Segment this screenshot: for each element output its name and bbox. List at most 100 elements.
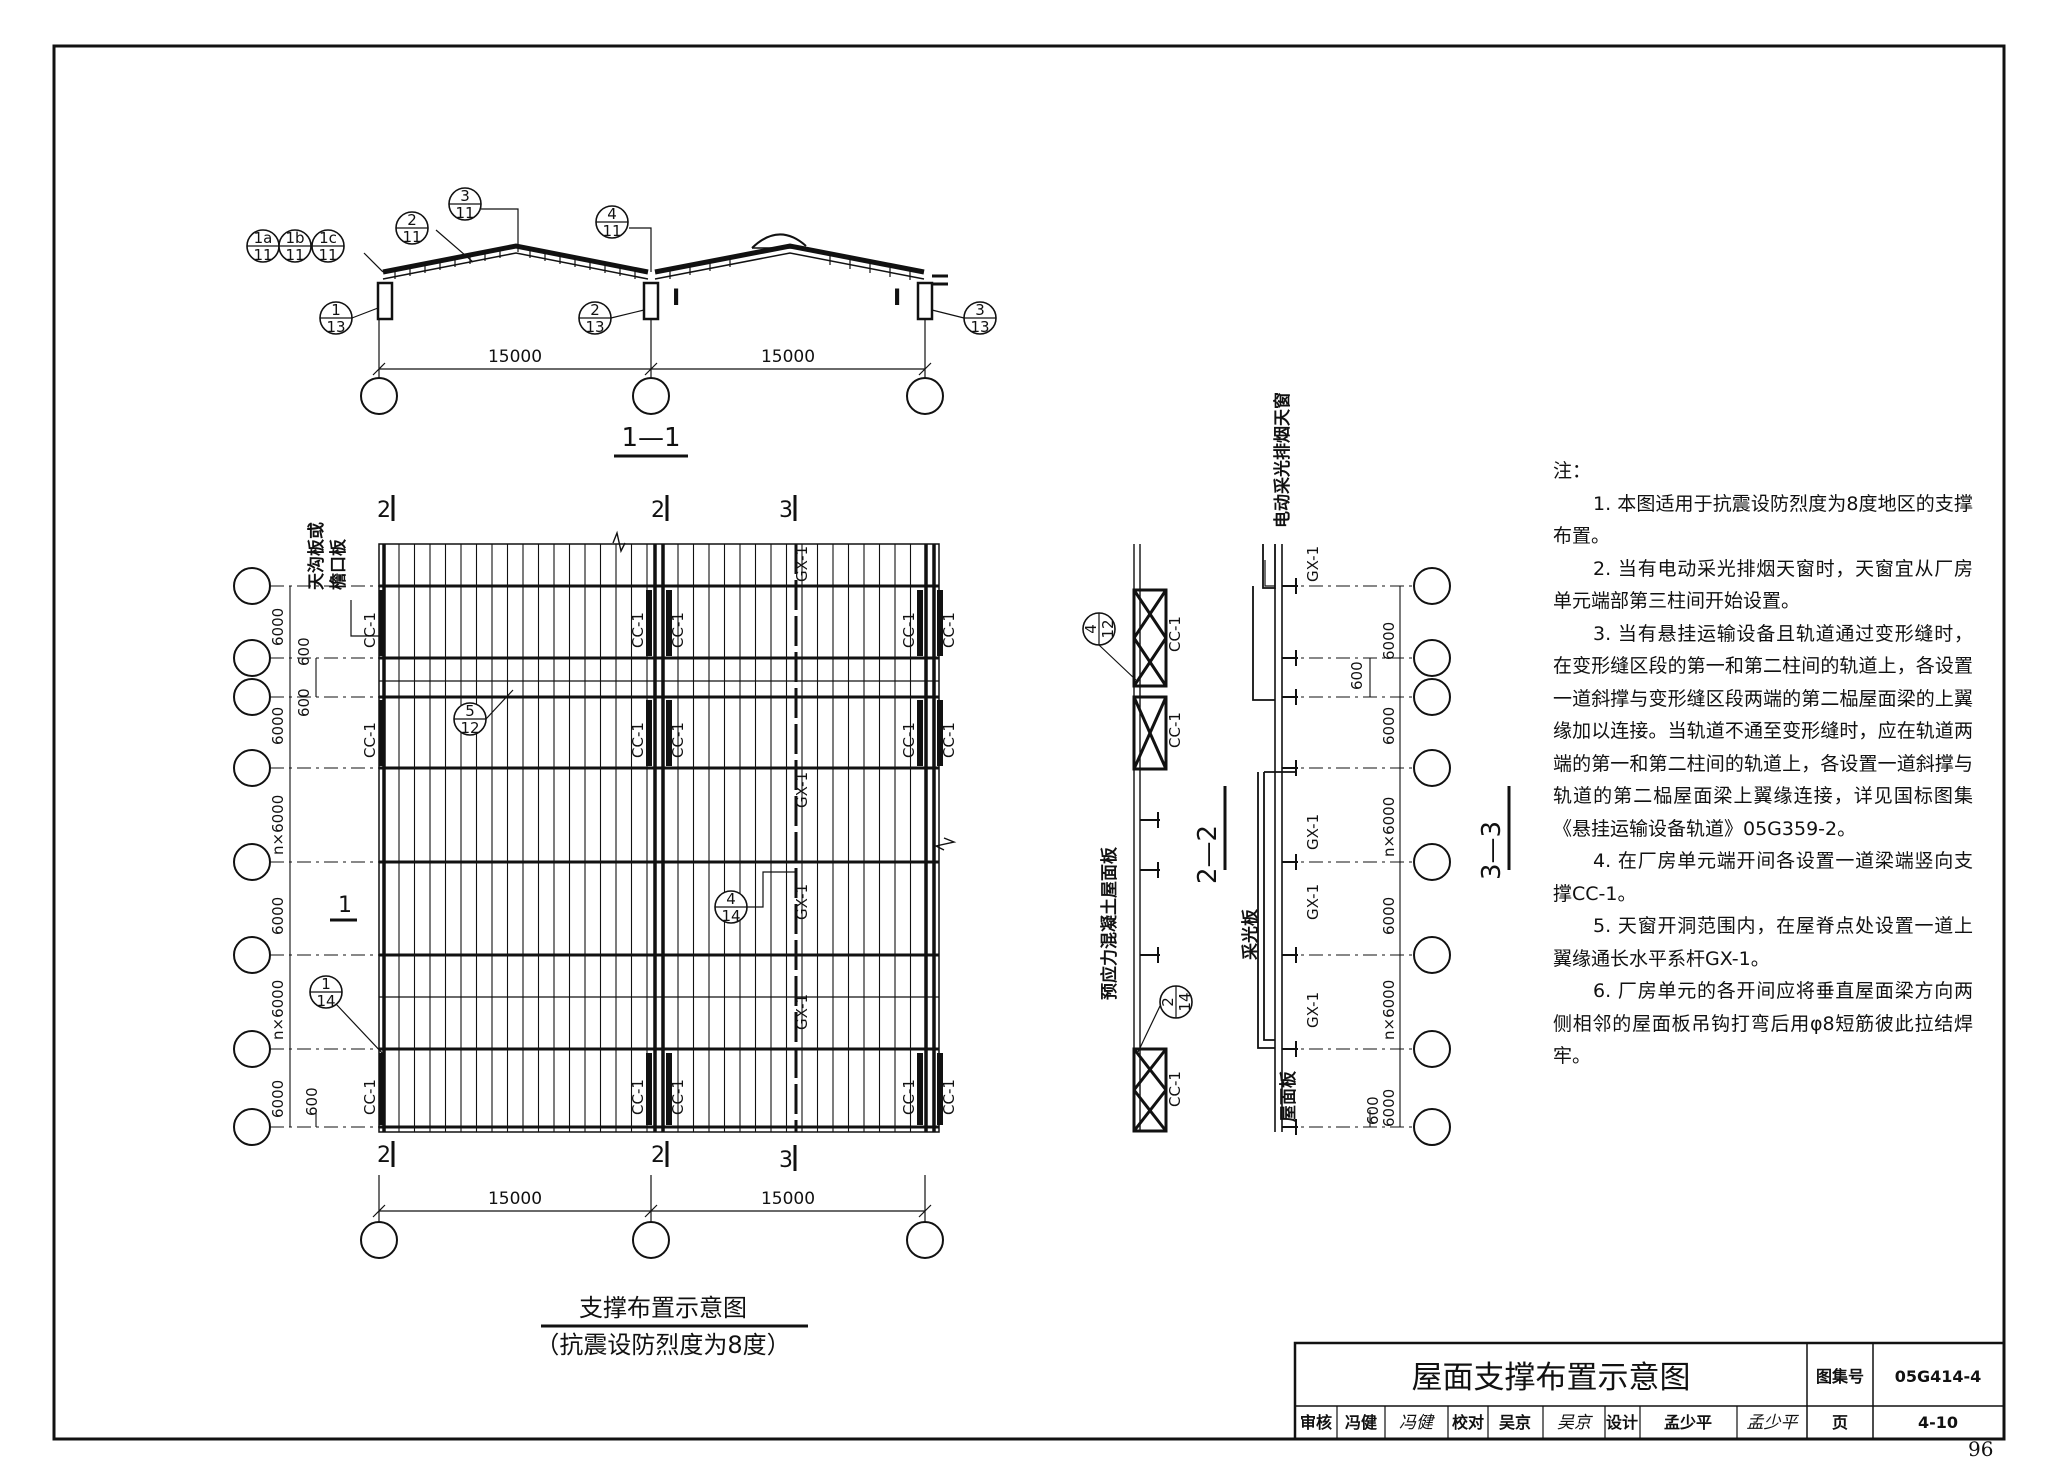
checker: 吴京 <box>1499 1413 1531 1432</box>
dim-span-1: 15000 <box>488 347 542 367</box>
dim-right: 6000 <box>1380 707 1398 745</box>
dim-right: 600 <box>1348 661 1366 690</box>
dim-left: 6000 <box>269 707 287 745</box>
callout-1-13-bottom: 13 <box>326 318 345 336</box>
cc-label: CC-1 <box>669 612 687 648</box>
cut-label-2: 2 <box>651 498 665 523</box>
callout-3-13-top: 3 <box>975 301 985 319</box>
note-item: 5. 天窗开洞范围内，在屋脊点处设置一道上翼缘通长水平系杆GX-1。 <box>1553 915 1973 970</box>
plan-title: 支撑布置示意图 <box>579 1294 747 1322</box>
gx-label: GX-1 <box>793 884 811 920</box>
section-1-1-title: 1—1 <box>621 423 680 453</box>
skylight-label: 电动采光排烟天窗 <box>1272 392 1293 528</box>
dim-left: 6000 <box>269 897 287 935</box>
callout-4-12-bottom: 12 <box>1099 619 1117 638</box>
dim-left: 600 <box>295 637 313 666</box>
cc-label: CC-1 <box>900 722 918 758</box>
cc-label: CC-1 <box>900 612 918 648</box>
callout-1-14-bottom: 14 <box>316 992 335 1010</box>
cc-label: CC-1 <box>361 722 379 758</box>
cc-label: CC-1 <box>629 1079 647 1115</box>
dim-span-2: 15000 <box>761 347 815 367</box>
slab-label: 预应力混凝土屋面板 <box>1099 846 1120 1000</box>
notes: 注： 1. 本图适用于抗震设防烈度为8度地区的支撑布置。 2. 当有电动采光排烟… <box>1553 455 1973 1073</box>
gx-label: GX-1 <box>793 994 811 1030</box>
dim-bottom-2: 15000 <box>761 1189 815 1209</box>
cc-label: CC-1 <box>940 722 958 758</box>
cut-label-1: 1 <box>338 893 352 918</box>
gutter-label-text: 天沟板或 <box>306 522 327 590</box>
cc-label: CC-1 <box>629 722 647 758</box>
svg-text:I: I <box>672 286 680 311</box>
designer-signature: 孟少平 <box>1747 1413 1800 1433</box>
section-3-3-title: 3—3 <box>1477 821 1507 880</box>
dim-right: n×6000 <box>1380 980 1398 1040</box>
reviewer: 冯健 <box>1345 1413 1377 1432</box>
designer: 孟少平 <box>1664 1413 1712 1432</box>
plan-subtitle: （抗震设防烈度为8度） <box>535 1331 790 1359</box>
section-2-2: CC-1 CC-1 CC-1 4 12 2 14 预应力混凝土屋面板 2—2 <box>1082 544 1227 1133</box>
roof-panel-label: 屋面板 <box>1278 1070 1299 1122</box>
callout-1-13-top: 1 <box>331 301 341 319</box>
gx-label-3-3: GX-1 <box>1304 814 1322 850</box>
dim-right: n×6000 <box>1380 797 1398 857</box>
cc-label: CC-1 <box>669 722 687 758</box>
callout-2-14-bottom: 14 <box>1176 992 1194 1011</box>
dim-left: n×6000 <box>269 795 287 855</box>
callout-3-11-top: 3 <box>460 187 470 205</box>
callout-1c-bottom: 11 <box>318 246 337 264</box>
callout-3-11-bottom: 11 <box>455 204 474 222</box>
dim-bottom-1: 15000 <box>488 1189 542 1209</box>
drawing-title: 屋面支撑布置示意图 <box>1412 1360 1691 1396</box>
callout-4-14-top: 4 <box>726 890 736 908</box>
page-number: 96 <box>1968 1437 1994 1461</box>
dim-right: 6000 <box>1380 622 1398 660</box>
gx-label: GX-1 <box>793 772 811 808</box>
callout-2-11-bottom: 11 <box>402 228 421 246</box>
cc-label-2-2: CC-1 <box>1166 616 1184 652</box>
reviewer-signature: 冯健 <box>1399 1413 1436 1433</box>
atlas-no: 05G414-4 <box>1895 1367 1982 1386</box>
callout-4-12-top: 4 <box>1082 624 1100 634</box>
cut-label-2: 2 <box>651 1143 665 1168</box>
check-label: 校对 <box>1452 1413 1484 1432</box>
dim-left: 6000 <box>269 608 287 646</box>
cc-label: CC-1 <box>900 1079 918 1115</box>
callout-1a-bottom: 11 <box>253 246 272 264</box>
cc-label: CC-1 <box>361 1079 379 1115</box>
callouts-1-1: 1a 11 1b 11 1c 11 2 11 3 11 4 11 1 13 2 <box>246 187 997 336</box>
callout-2-13-bottom: 13 <box>585 318 604 336</box>
light-panel-label: 采光板 <box>1240 908 1261 961</box>
dim-left: 600 <box>303 1087 321 1116</box>
note-item: 2. 当有电动采光排烟天窗时，天窗宜从厂房单元端部第三柱间开始设置。 <box>1553 557 1973 613</box>
page-no: 4-10 <box>1918 1413 1958 1432</box>
cut-label-2: 2 <box>377 498 391 523</box>
cc-braces <box>379 590 943 1125</box>
callout-3-13-bottom: 13 <box>970 318 989 336</box>
callout-4-14-bottom: 14 <box>721 907 740 925</box>
dim-left: n×6000 <box>269 980 287 1040</box>
design-label: 设计 <box>1606 1413 1638 1432</box>
sheet-border <box>52 44 2006 1441</box>
cc-label: CC-1 <box>629 612 647 648</box>
atlas-label: 图集号 <box>1816 1367 1864 1386</box>
cc-label: CC-1 <box>361 612 379 648</box>
callout-1b-bottom: 11 <box>285 246 304 264</box>
cc-label-2-2: CC-1 <box>1166 1071 1184 1107</box>
callout-1c-top: 1c <box>319 229 337 247</box>
cut-label-3: 3 <box>779 1148 793 1173</box>
plan-view: CC-1 CC-1 CC-1 CC-1 CC-1 CC-1 CC-1 CC-1 … <box>233 495 958 1359</box>
callout-2-14-top: 2 <box>1159 997 1177 1007</box>
note-item: 1. 本图适用于抗震设防烈度为8度地区的支撑布置。 <box>1553 492 1973 548</box>
gx-label-3-3: GX-1 <box>1304 546 1322 582</box>
callout-4-11-bottom: 11 <box>602 222 621 240</box>
title-block: 屋面支撑布置示意图 图集号 05G414-4 页 4-10 审核 冯健 冯健 校… <box>1293 1341 2006 1441</box>
notes-heading: 注： <box>1553 460 1592 482</box>
callout-2-11-top: 2 <box>407 211 417 229</box>
dim-right: 600 <box>1364 1096 1382 1125</box>
cc-label: CC-1 <box>940 612 958 648</box>
cc-label: CC-1 <box>940 1079 958 1115</box>
section-3-3: GX-1 GX-1 GX-1 GX-1 电动采光排烟天窗 采光板 屋面板 600… <box>1240 392 1511 1146</box>
callout-1a-top: 1a <box>254 229 273 247</box>
